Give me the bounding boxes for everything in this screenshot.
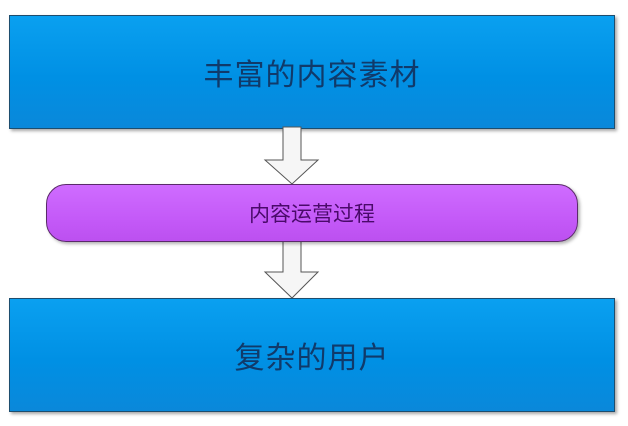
content-operation-process-node: 内容运营过程 [46,184,578,242]
content-materials-box: 丰富的内容素材 [9,15,615,129]
complex-users-label: 复杂的用户 [234,341,390,376]
arrow-down-2 [263,240,320,299]
content-operation-process-label: 内容运营过程 [249,202,375,226]
content-materials-label: 丰富的内容素材 [203,58,421,93]
arrow-down-1 [263,126,320,185]
complex-users-box: 复杂的用户 [9,298,615,412]
